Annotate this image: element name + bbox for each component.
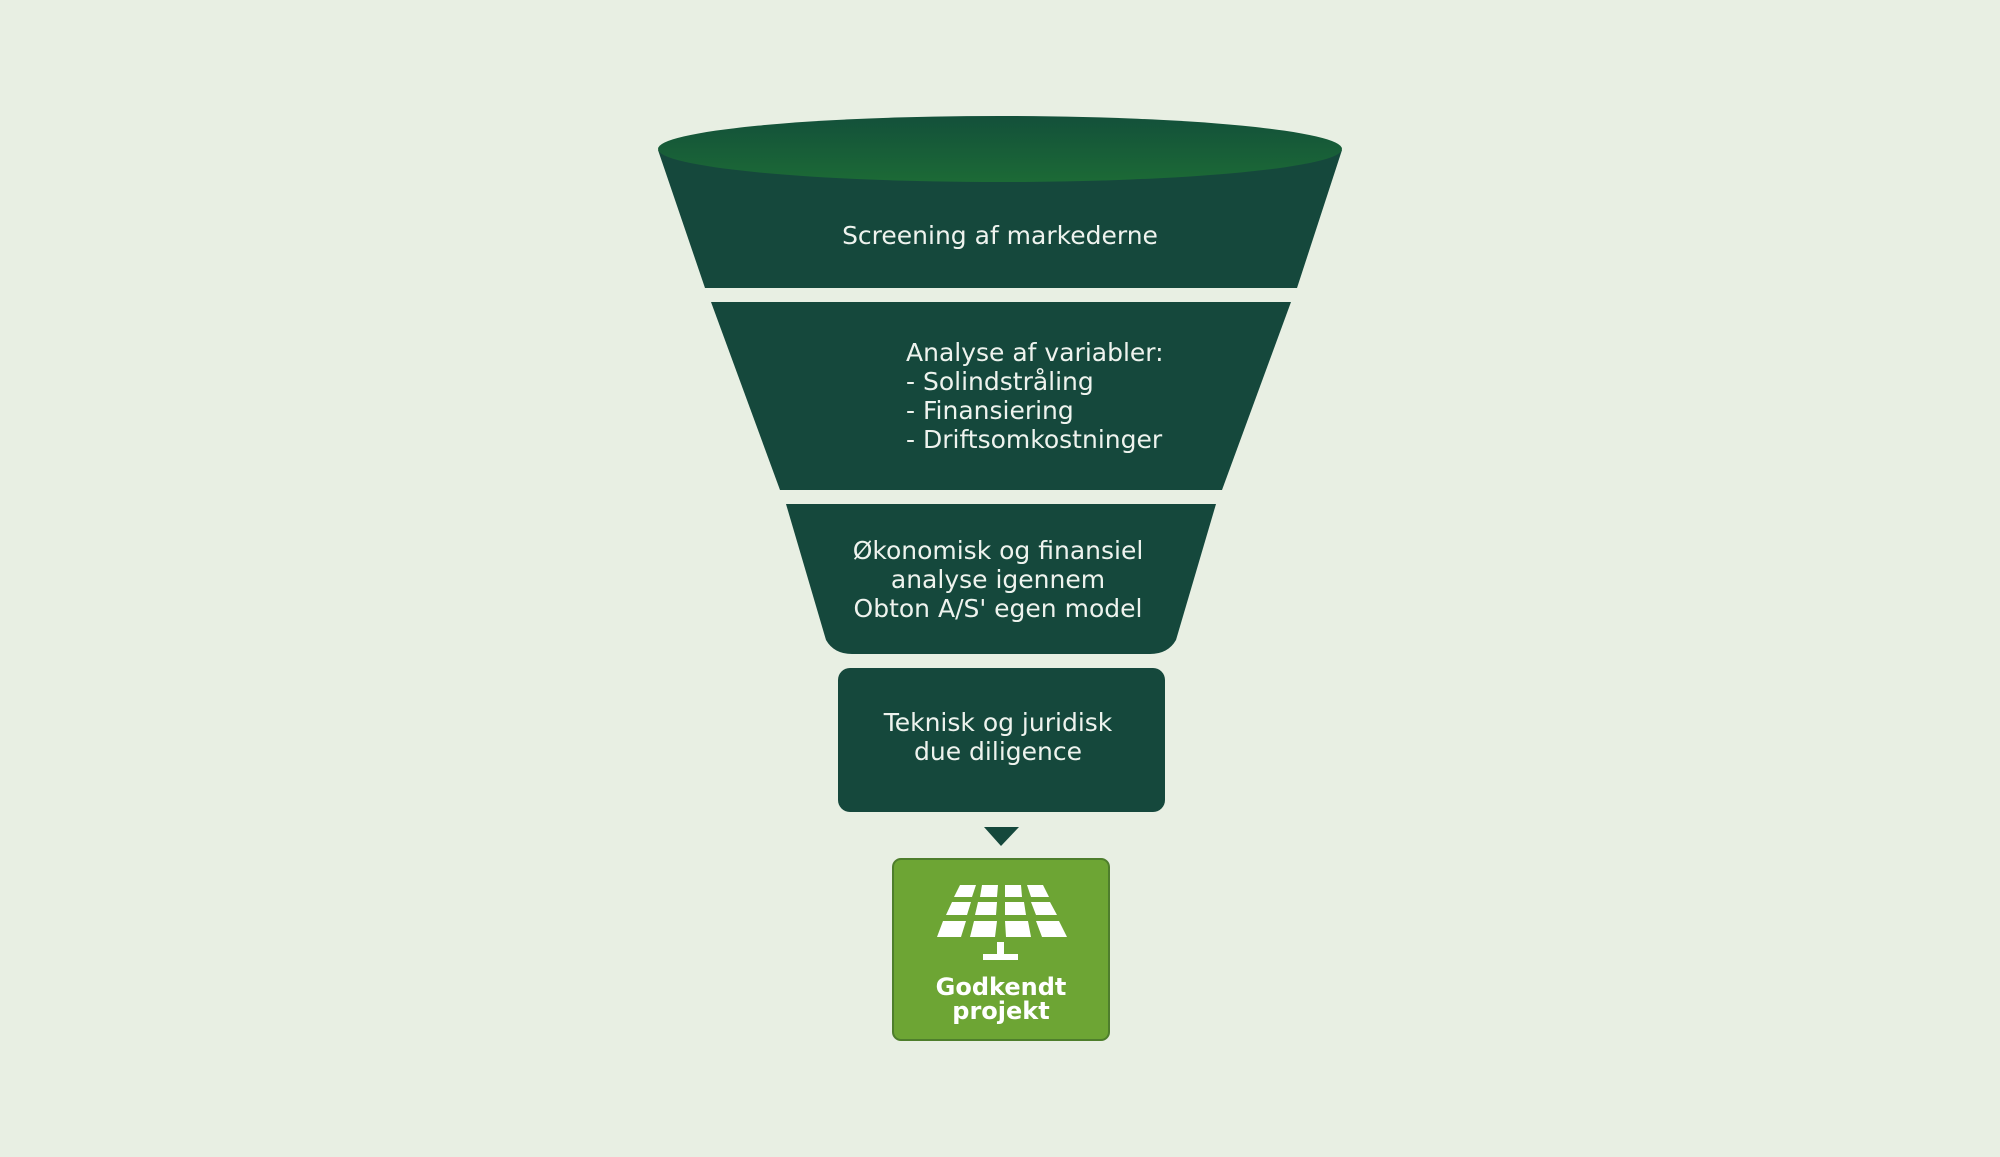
down-arrow-icon xyxy=(984,827,1019,846)
funnel-stage-1-shape xyxy=(658,150,1342,288)
funnel-stage-1-label: Screening af markederne xyxy=(842,221,1158,250)
funnel-stage-4-label: Teknisk og juridisk due diligence xyxy=(883,708,1113,766)
funnel-stage-3-label: Økonomisk og finansiel analyse igennem O… xyxy=(852,536,1144,623)
funnel-stage-2-shape xyxy=(711,302,1291,490)
funnel-stage-3-shape xyxy=(786,504,1216,654)
result-label: Godkendt projekt xyxy=(935,973,1067,1025)
solar-panel-icon xyxy=(937,885,1067,960)
funnel-rim xyxy=(658,116,1342,182)
funnel-stage-2-label: Analyse af variabler: - Solindstråling -… xyxy=(906,338,1164,454)
funnel-stage-4-shape xyxy=(838,668,1165,812)
